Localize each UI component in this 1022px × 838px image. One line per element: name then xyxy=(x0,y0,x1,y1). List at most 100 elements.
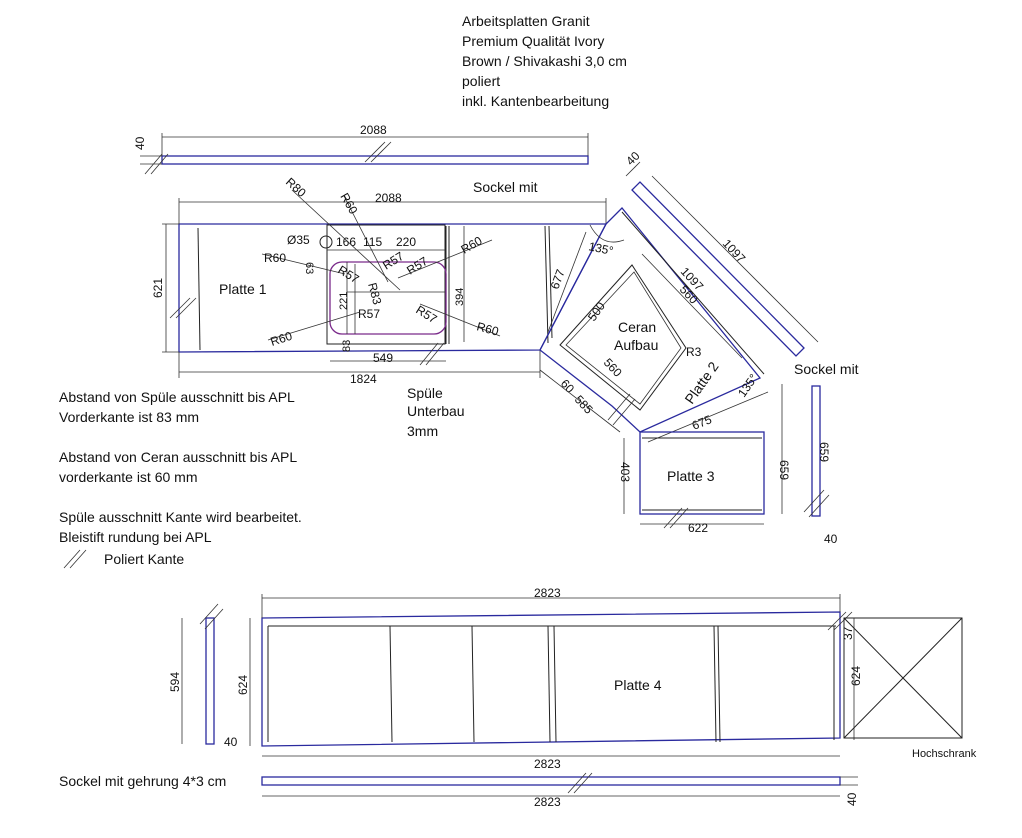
dim-560-bottom: 560 xyxy=(601,355,625,379)
dim-37: 37 xyxy=(841,626,855,640)
dim-115: 115 xyxy=(363,235,382,249)
dim-40-left: 40 xyxy=(224,735,238,749)
platte-1-edge-line xyxy=(548,225,553,339)
dim-624-right: 624 xyxy=(849,666,863,686)
dim-40-bottom: 40 xyxy=(845,792,859,806)
dim-585: 585 xyxy=(572,392,596,416)
dim-83: 83 xyxy=(341,340,353,352)
dim-220: 220 xyxy=(396,235,416,249)
leader-r60 xyxy=(267,311,361,341)
dim-500: 500 xyxy=(585,299,608,324)
polish-legend-icon xyxy=(63,549,81,569)
cabinet-divider xyxy=(547,625,551,743)
note-kante-2: Bleistift rundung bei APL xyxy=(59,529,212,545)
notes: Abstand von Spüle ausschnitt bis APL Vor… xyxy=(59,389,302,569)
legend-poliert-kante: Poliert Kante xyxy=(104,551,184,567)
dim-line-1097 xyxy=(651,175,819,343)
dim-40-diag: 40 xyxy=(623,149,643,169)
polish-mark xyxy=(567,772,587,794)
polish-mark xyxy=(199,603,219,625)
radius-r57-a: R57 xyxy=(335,263,361,287)
polish-mark xyxy=(364,141,386,163)
sockel-strip-left: 594 40 xyxy=(168,603,238,749)
dim-diameter-35: Ø35 xyxy=(287,233,310,247)
platte-1-edge-line xyxy=(197,227,201,351)
platte-3-outline xyxy=(639,431,765,515)
platte-2-back-edge xyxy=(621,211,765,375)
sockel-strip-diagonal-rect xyxy=(631,181,805,357)
leader-r80 xyxy=(291,189,401,291)
sockel-strip-diagonal: 1097 40 xyxy=(623,149,819,357)
angle-135-b: 135° xyxy=(735,371,761,400)
dim-line-585 xyxy=(539,369,621,433)
spuele-label-3: 3mm xyxy=(407,423,438,439)
spuele-label-2: Unterbau xyxy=(407,403,465,419)
radius-r57-d: R57 xyxy=(358,307,380,321)
radius-r60-a: R60 xyxy=(337,191,360,217)
leader-r60 xyxy=(397,239,493,279)
platte-4-label: Platte 4 xyxy=(614,677,662,693)
polish-mark xyxy=(425,342,445,366)
header-line-3: Brown / Shivakashi 3,0 cm xyxy=(462,53,627,69)
polish-legend-icon xyxy=(69,549,87,569)
radius-r60-d: R60 xyxy=(269,329,295,349)
dim-403: 403 xyxy=(618,462,632,482)
sockel-strip-bottom-rect xyxy=(261,776,841,786)
dim-line-675 xyxy=(647,391,769,443)
radius-r83: R83 xyxy=(365,281,384,306)
hochschrank-cross xyxy=(843,617,963,739)
sink-cutout xyxy=(329,261,447,335)
platte-3: Platte 3 403 622 659 xyxy=(618,384,791,535)
tap-hole-icon xyxy=(319,235,333,249)
polish-mark xyxy=(370,141,392,163)
dim-659-b: 659 xyxy=(817,442,831,462)
polish-mark xyxy=(612,398,636,426)
angle-135-a: 135° xyxy=(587,239,614,258)
polish-mark xyxy=(419,342,439,366)
platte-3-label: Platte 3 xyxy=(667,468,715,484)
header-line-5: inkl. Kantenbearbeitung xyxy=(462,93,609,109)
dim-line-560 xyxy=(641,253,743,359)
cabinet-divider xyxy=(713,625,717,743)
radius-r57-e: R57 xyxy=(413,303,439,327)
dim-624-left: 624 xyxy=(236,675,250,695)
platte-1-label: Platte 1 xyxy=(219,281,267,297)
dim-594: 594 xyxy=(168,672,182,692)
polish-mark xyxy=(204,608,224,630)
polish-mark xyxy=(827,611,847,631)
header-text: Arbeitsplatten Granit Premium Qualität I… xyxy=(462,13,627,109)
sockel-strip-left-rect xyxy=(205,617,215,745)
radius-r80: R80 xyxy=(283,175,309,200)
dim-1824: 1824 xyxy=(350,372,377,386)
dim-1097-outer: 1097 xyxy=(720,236,749,265)
radius-r60-c: R60 xyxy=(459,233,485,256)
dim-40-right: 40 xyxy=(824,532,838,546)
radius-r3: R3 xyxy=(686,345,702,359)
dim-675: 675 xyxy=(690,412,714,433)
dim-221: 221 xyxy=(338,292,350,310)
hochschrank: Hochschrank xyxy=(843,617,977,760)
dim-166: 166 xyxy=(336,235,356,249)
note-spuele-2: Vorderkante ist 83 mm xyxy=(59,409,199,425)
platte-2-label: Platte 2 xyxy=(681,358,721,406)
platte-4: Platte 4 2823 2823 624 624 37 xyxy=(236,586,863,771)
header-line-4: poliert xyxy=(462,73,500,89)
platte-1: Platte 1 2088 621 1824 549 221 394 83 63… xyxy=(151,175,608,386)
sink-cabinet-outline xyxy=(326,224,446,345)
dim-2823-mid: 2823 xyxy=(534,757,561,771)
leader-r60 xyxy=(343,195,389,283)
cabinet-divider xyxy=(471,625,475,743)
polish-mark xyxy=(607,393,631,421)
dim-622: 622 xyxy=(688,521,708,535)
polish-mark xyxy=(808,494,830,518)
dim-394: 394 xyxy=(454,288,466,306)
sockel-top-label: Sockel mit xyxy=(473,179,538,195)
polish-mark xyxy=(175,297,197,319)
ceran-label-1: Ceran xyxy=(618,319,656,335)
dim-2823-bottom: 2823 xyxy=(534,795,561,809)
sockel-bottom-label: Sockel mit gehrung 4*3 cm xyxy=(59,773,226,789)
dim-2088-top: 2088 xyxy=(360,123,387,137)
leader-r60 xyxy=(261,253,346,275)
polish-mark xyxy=(573,772,593,794)
polish-mark xyxy=(669,507,689,529)
